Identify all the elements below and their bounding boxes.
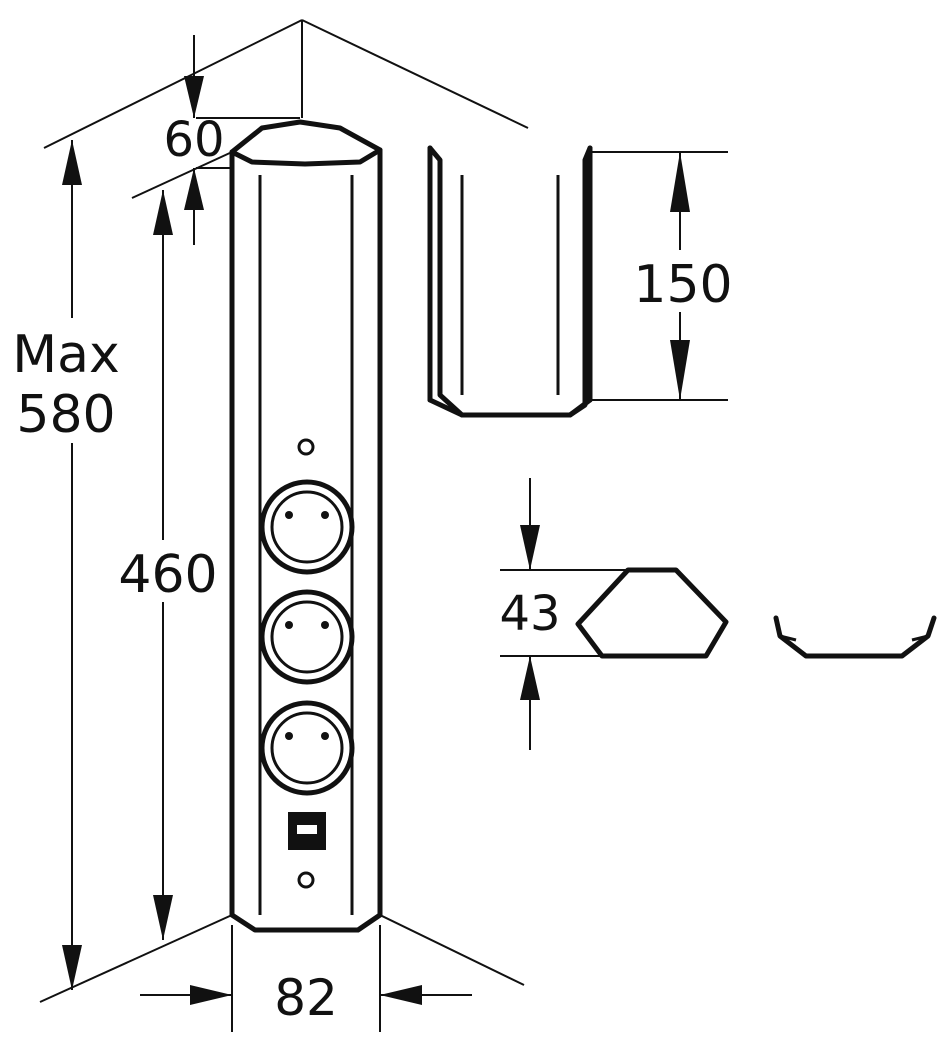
socket-3-icon (259, 700, 355, 796)
channel-profile (773, 615, 937, 659)
cover-height-value: 150 (633, 255, 732, 315)
profile-outline (575, 567, 729, 659)
max-height-dimension: Max 580 (12, 140, 120, 990)
socket-tower (229, 119, 383, 933)
tower-top-cap (229, 119, 383, 167)
top-cap-value: 60 (163, 112, 224, 168)
socket-1-icon (259, 479, 355, 575)
width-dimension: 82 (140, 925, 472, 1032)
max-height-value: 580 (16, 385, 115, 445)
cover-panel (427, 145, 728, 418)
body-height-dimension: 460 (115, 190, 218, 940)
profile-depth-dimension: 43 (499, 478, 561, 750)
power-switch-icon (288, 812, 326, 850)
cover-height-dimension: 150 (633, 152, 733, 400)
cover-panel-outline (427, 145, 593, 418)
body-height-value: 460 (118, 545, 217, 605)
width-value: 82 (274, 969, 338, 1027)
tower-bottom (229, 912, 383, 933)
indicator-top-icon (297, 438, 315, 456)
top-cap-dimension: 60 (163, 35, 225, 245)
indicator-bottom-icon (297, 871, 315, 889)
profile-depth-value: 43 (499, 586, 560, 642)
socket-2-icon (259, 589, 355, 685)
profile-cross-section (500, 567, 729, 659)
channel-outline (773, 615, 937, 659)
wall-corner-lines (39, 19, 529, 1003)
max-height-label: Max (12, 325, 120, 385)
